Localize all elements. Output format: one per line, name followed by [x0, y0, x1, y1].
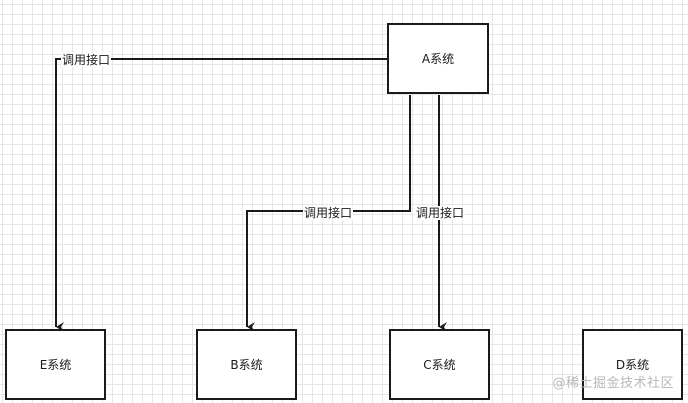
node-e-system[interactable]: E系统	[5, 329, 106, 400]
node-d-label: D系统	[615, 358, 650, 372]
edge-label-a-to-e: 调用接口	[61, 53, 112, 67]
node-a-system[interactable]: A系统	[387, 23, 489, 94]
node-d-system[interactable]: D系统	[582, 329, 683, 400]
node-a-label: A系统	[421, 52, 455, 66]
node-e-label: E系统	[39, 358, 72, 372]
node-c-label: C系统	[423, 358, 456, 372]
edge-label-a-to-c: 调用接口	[415, 206, 466, 220]
node-c-system[interactable]: C系统	[389, 329, 490, 400]
watermark-text: @稀土掘金技术社区	[552, 376, 674, 391]
node-b-system[interactable]: B系统	[196, 329, 297, 400]
edge-label-a-to-b: 调用接口	[303, 206, 354, 220]
node-b-label: B系统	[230, 358, 263, 372]
connector-a-to-e	[55, 58, 387, 332]
